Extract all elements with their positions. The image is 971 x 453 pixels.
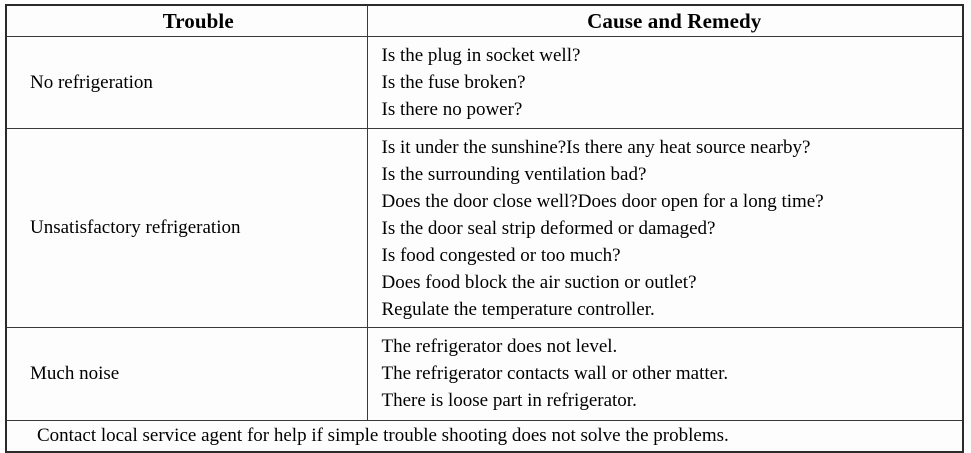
footer-note-cell: Contact local service agent for help if … bbox=[5, 420, 964, 453]
remedy-line: Is it under the sunshine?Is there any he… bbox=[381, 137, 811, 158]
remedy-line: Regulate the temperature controller. bbox=[381, 299, 655, 320]
column-header-cause-and-remedy-label: Cause and Remedy bbox=[587, 9, 762, 33]
column-header-trouble-label: Trouble bbox=[162, 9, 234, 33]
remedy-line: Does the door close well?Does door open … bbox=[381, 191, 824, 212]
remedy-line: There is loose part in refrigerator. bbox=[381, 390, 637, 411]
remedy-line: Is the plug in socket well? bbox=[381, 45, 581, 66]
remedy-list: Is it under the sunshine?Is there any he… bbox=[368, 129, 963, 327]
remedy-list: Is the plug in socket well? Is the fuse … bbox=[368, 37, 963, 128]
table-header: Trouble Cause and Remedy bbox=[5, 4, 964, 37]
table-row: No refrigeration Is the plug in socket w… bbox=[5, 36, 964, 129]
remedy-line: Is food congested or too much? bbox=[381, 245, 621, 266]
remedy-line: The refrigerator contacts wall or other … bbox=[381, 363, 729, 384]
trouble-label: Much noise bbox=[30, 363, 120, 384]
footer-note-text: Contact local service agent for help if … bbox=[37, 425, 729, 446]
cause-cell-no-refrigeration: Is the plug in socket well? Is the fuse … bbox=[366, 36, 964, 129]
troubleshooting-table: Trouble Cause and Remedy No refrigeratio… bbox=[5, 4, 964, 453]
document-page: Trouble Cause and Remedy No refrigeratio… bbox=[5, 4, 964, 453]
remedy-line: Is the door seal strip deformed or damag… bbox=[381, 218, 716, 239]
remedy-line: Is the surrounding ventilation bad? bbox=[381, 164, 647, 185]
cause-cell-unsatisfactory-refrigeration: Is it under the sunshine?Is there any he… bbox=[366, 128, 964, 328]
table-row: Unsatisfactory refrigeration Is it under… bbox=[5, 128, 964, 328]
remedy-line: The refrigerator does not level. bbox=[381, 336, 618, 357]
table-row: Much noise The refrigerator does not lev… bbox=[5, 327, 964, 421]
remedy-list: The refrigerator does not level. The ref… bbox=[368, 328, 963, 420]
table-body: No refrigeration Is the plug in socket w… bbox=[5, 36, 964, 453]
trouble-cell-unsatisfactory-refrigeration: Unsatisfactory refrigeration bbox=[5, 128, 368, 328]
trouble-cell-much-noise: Much noise bbox=[5, 327, 368, 421]
cause-cell-much-noise: The refrigerator does not level. The ref… bbox=[366, 327, 964, 421]
remedy-line: Is the fuse broken? bbox=[381, 72, 526, 93]
column-header-cause-and-remedy: Cause and Remedy bbox=[366, 4, 964, 37]
trouble-label: Unsatisfactory refrigeration bbox=[30, 217, 241, 238]
table-footer-row: Contact local service agent for help if … bbox=[5, 420, 964, 453]
column-header-trouble: Trouble bbox=[5, 4, 368, 37]
table-header-row: Trouble Cause and Remedy bbox=[5, 4, 964, 37]
remedy-line: Is there no power? bbox=[381, 99, 523, 120]
trouble-label: No refrigeration bbox=[30, 71, 153, 93]
trouble-cell-no-refrigeration: No refrigeration bbox=[5, 36, 368, 129]
remedy-line: Does food block the air suction or outle… bbox=[381, 272, 697, 293]
